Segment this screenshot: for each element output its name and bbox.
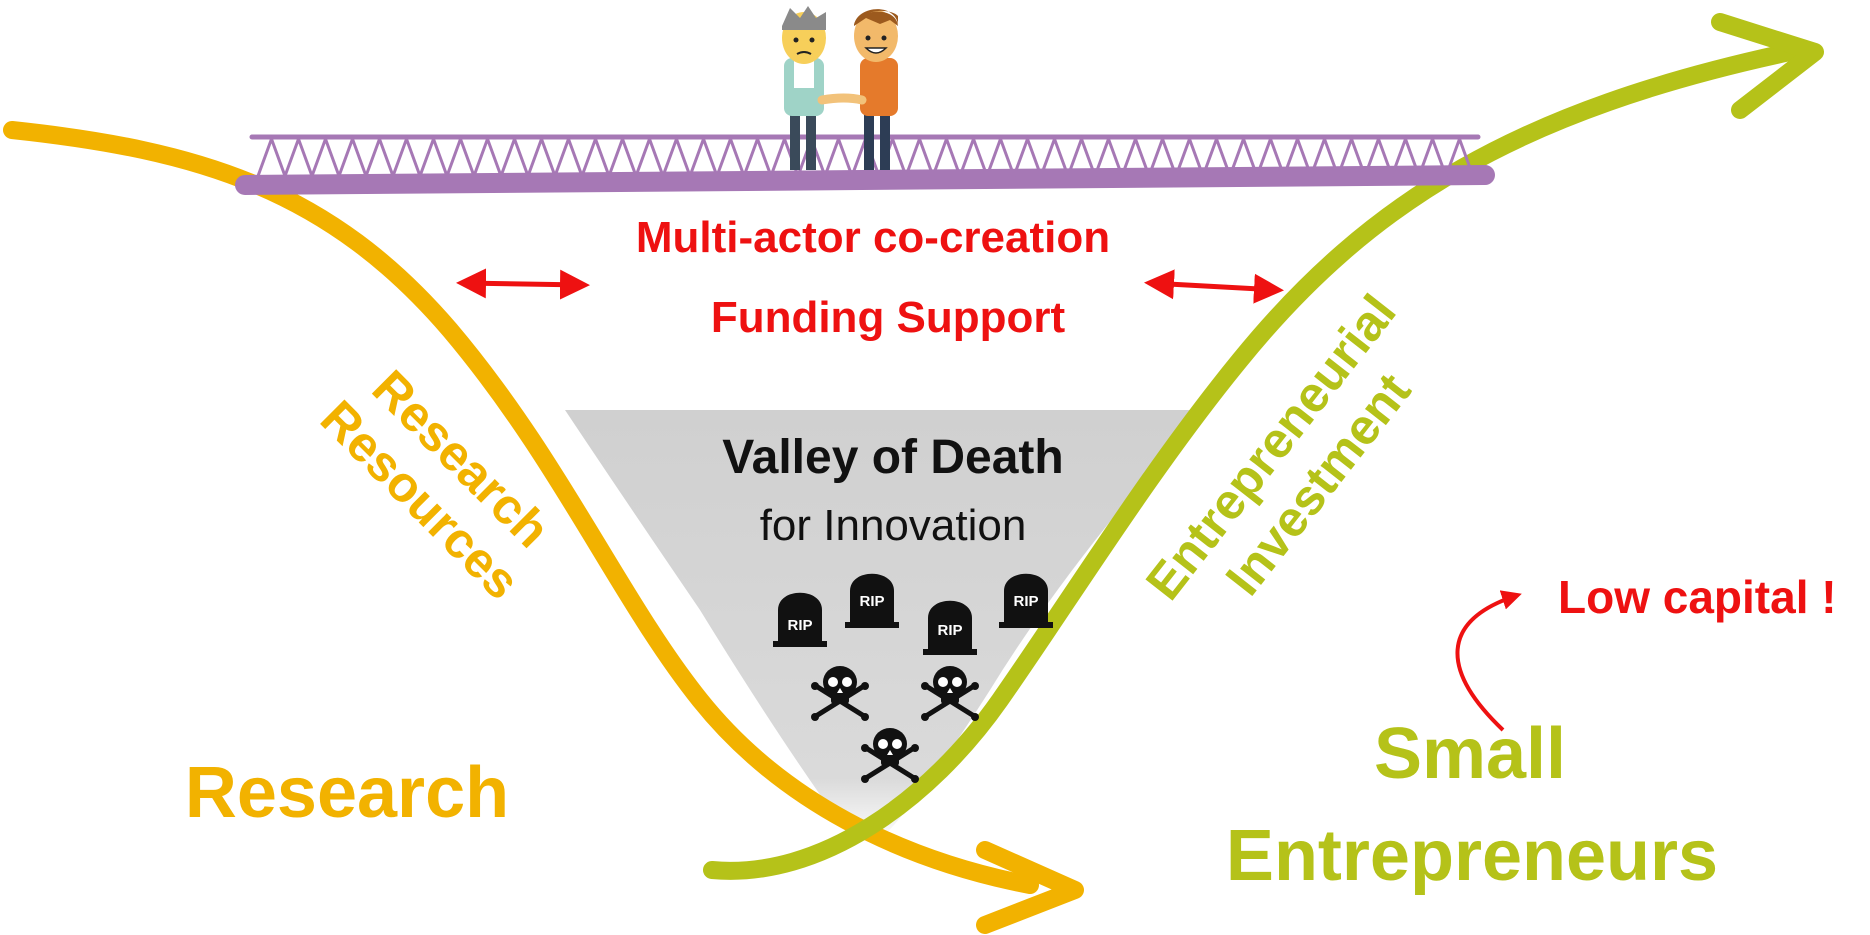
entrepreneur-arrowhead: [1711, 13, 1824, 119]
low-capital-callout: Low capital !: [1558, 571, 1837, 623]
tombstone-icon: RIP: [999, 573, 1053, 628]
valley-subtitle: for Innovation: [760, 501, 1027, 550]
bridge-title-line1: Multi-actor co-creation: [636, 213, 1110, 262]
double-arrow-icon: [1144, 269, 1284, 304]
double-arrow-icon: [456, 268, 590, 300]
tombstone-icon: RIP: [923, 600, 977, 655]
curved-arrow-icon: [1455, 590, 1522, 732]
svg-text:RIP: RIP: [1013, 593, 1038, 610]
research-heading: Research: [185, 753, 509, 833]
valley-title: Valley of Death: [722, 431, 1063, 484]
entrepreneur-curve: [703, 43, 1799, 880]
research-resources-label: Research Resources: [310, 359, 561, 610]
tombstone-icon: RIP: [773, 592, 827, 647]
handshake-people-icon: [782, 6, 898, 170]
svg-text:RIP: RIP: [787, 617, 812, 634]
tombstone-icon: RIP: [845, 573, 899, 628]
small-heading: Small: [1374, 714, 1566, 794]
entrepreneurs-heading: Entrepreneurs: [1226, 816, 1718, 896]
svg-text:RIP: RIP: [937, 622, 962, 639]
bridge-title-line2: Funding Support: [711, 293, 1066, 342]
svg-text:RIP: RIP: [859, 593, 884, 610]
entrepreneurial-investment-label: Entrepreneurial Investment: [1135, 284, 1422, 610]
research-arrowhead: [976, 841, 1084, 934]
